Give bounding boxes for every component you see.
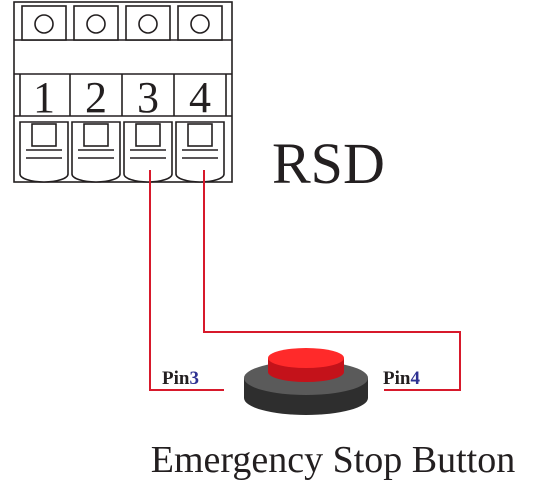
wire-label-prefix: Pin <box>162 368 190 389</box>
wire-label-pin-4: Pin4 <box>383 368 420 389</box>
socket-2 <box>71 121 121 183</box>
socket-1 <box>19 121 69 183</box>
wire-label-number: 3 <box>189 368 199 389</box>
screw-3 <box>125 5 171 41</box>
wires <box>149 170 461 391</box>
wire-pin-4 <box>203 170 461 391</box>
pin-number-3: 3 <box>137 73 159 122</box>
pin-number-2: 2 <box>85 73 107 122</box>
socket-3 <box>123 121 173 183</box>
pin-number-labels: 1 2 3 4 <box>33 73 211 122</box>
screw-4 <box>177 5 223 41</box>
socket-4 <box>175 121 225 183</box>
screw-1 <box>21 5 67 41</box>
emergency-stop-button-icon <box>244 348 368 415</box>
screw-2 <box>73 5 119 41</box>
connector-label: RSD <box>272 131 385 196</box>
wire-label-number: 4 <box>410 368 420 389</box>
pin-number-4: 4 <box>189 73 211 122</box>
wire-label-prefix: Pin <box>383 368 411 389</box>
pin-number-1: 1 <box>33 73 55 122</box>
button-caption: Emergency Stop Button <box>151 439 516 481</box>
wire-label-pin-3: Pin3 <box>162 368 199 389</box>
terminal-block-connector <box>13 1 233 183</box>
button-cap-top <box>268 348 344 368</box>
wire-pin-3 <box>149 170 224 391</box>
